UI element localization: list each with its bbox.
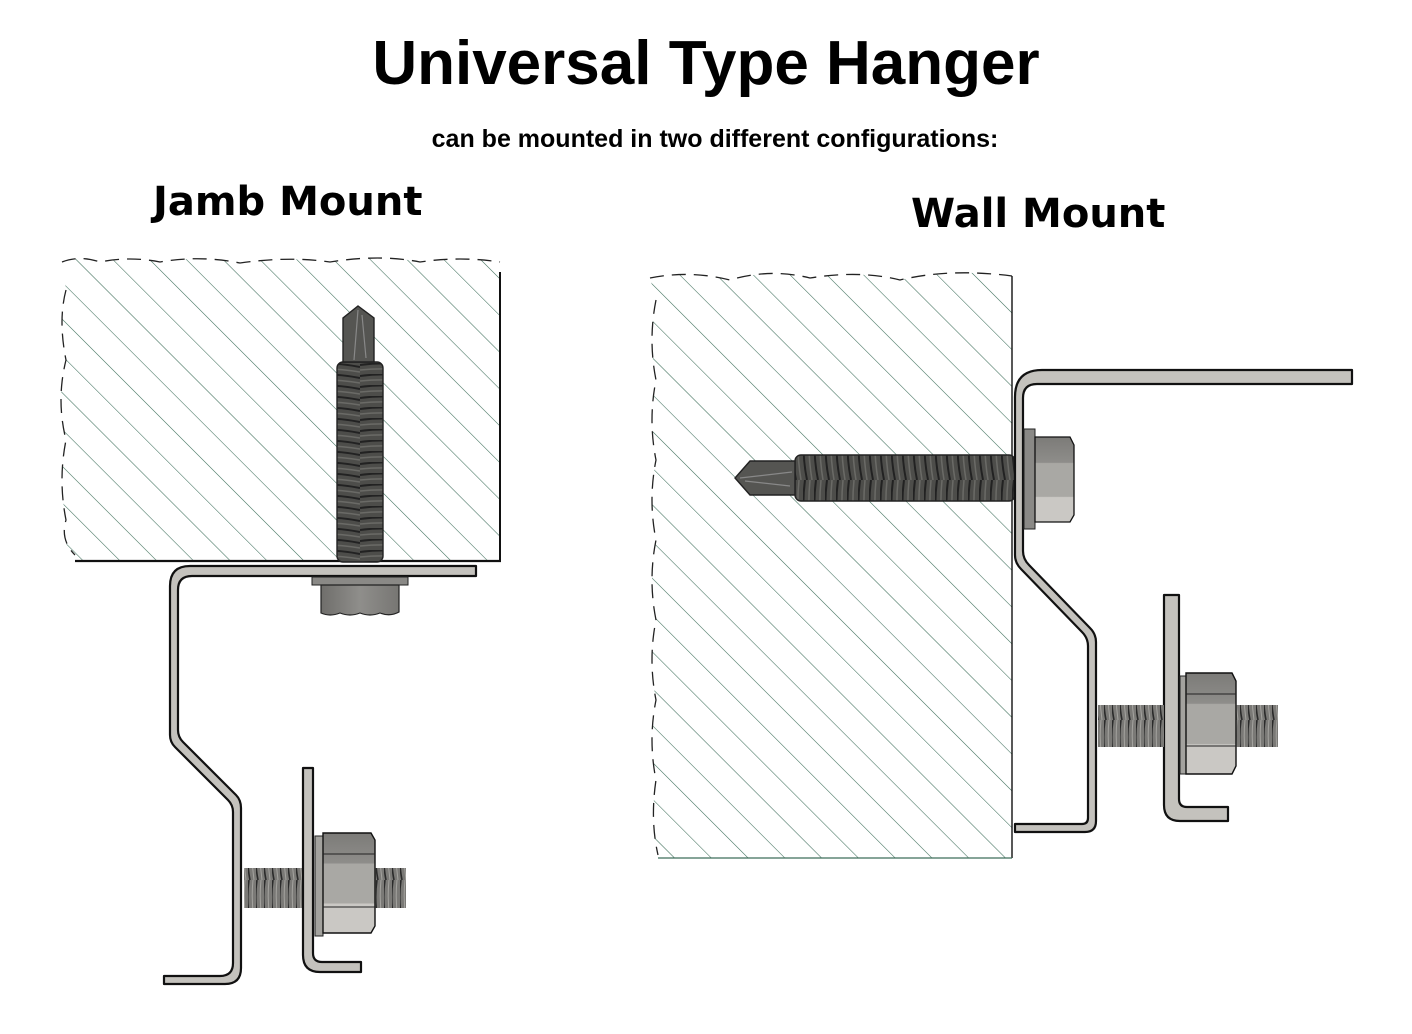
jamb-hex-nut bbox=[314, 832, 376, 937]
jamb-bracket bbox=[162, 564, 478, 986]
jamb-substrate bbox=[61, 258, 500, 560]
wall-bracket bbox=[1013, 368, 1354, 834]
wall-screw-head bbox=[1023, 428, 1075, 530]
wall-mount-label: Wall Mount bbox=[911, 191, 1166, 237]
diagram-title: Universal Type Hanger bbox=[372, 29, 1040, 98]
jamb-clip bbox=[301, 766, 363, 974]
wall-clip bbox=[1162, 593, 1230, 823]
diagram-subtitle: can be mounted in two different configur… bbox=[431, 125, 999, 153]
wall-screw bbox=[734, 454, 1016, 502]
jamb-screw-head bbox=[311, 576, 409, 616]
wall-hex-nut bbox=[1179, 672, 1237, 775]
wall-substrate bbox=[650, 272, 1012, 858]
jamb-mount-diagram bbox=[60, 257, 501, 986]
jamb-screw bbox=[336, 305, 384, 563]
jamb-mount-label: Jamb Mount bbox=[153, 179, 423, 225]
wall-mount-diagram bbox=[649, 272, 1354, 859]
